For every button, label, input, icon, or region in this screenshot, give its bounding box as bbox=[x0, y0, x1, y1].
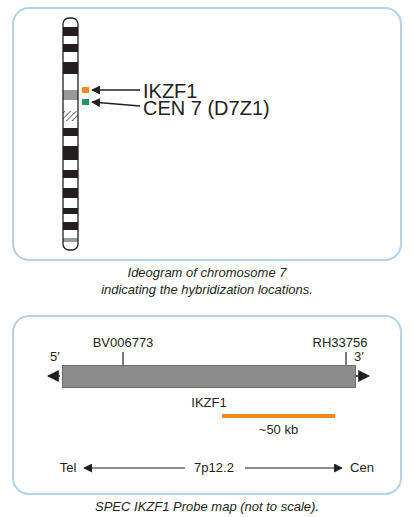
figure-caption: Ideogram of chromosome 7 indicating the … bbox=[76, 264, 338, 298]
chromosome-outline bbox=[63, 18, 78, 250]
marker-tick bbox=[345, 352, 346, 365]
chromosome-band bbox=[63, 27, 78, 36]
text-label: RH33756 bbox=[313, 335, 368, 351]
direction-arrow bbox=[245, 467, 342, 468]
marker-tick bbox=[122, 352, 123, 365]
node-label: ~50 kb bbox=[259, 422, 298, 437]
chromosome-band bbox=[63, 238, 78, 242]
chromosome-band bbox=[63, 146, 78, 160]
text-label: 5′ bbox=[50, 349, 60, 365]
strand-arrow bbox=[356, 375, 369, 377]
direction-arrow bbox=[84, 467, 185, 468]
leader-arrow bbox=[92, 102, 140, 106]
probe-marker bbox=[82, 99, 89, 105]
chromosome-band bbox=[63, 208, 78, 214]
text-label: BV006773 bbox=[93, 335, 154, 351]
probe-marker bbox=[82, 87, 89, 93]
text-label: 7p12.2 bbox=[194, 460, 234, 476]
chromosome-body bbox=[63, 18, 78, 250]
gene-bar: IKZF1 bbox=[62, 365, 356, 388]
chromosome-band bbox=[63, 90, 78, 100]
panel-border bbox=[13, 8, 401, 260]
node-label: IKZF1 bbox=[191, 395, 226, 410]
text-label: Cen bbox=[350, 460, 374, 476]
chromosome-band bbox=[63, 188, 78, 198]
chromosome-band bbox=[63, 222, 78, 230]
chromosome-ideogram bbox=[63, 18, 78, 250]
chromosome-band bbox=[63, 44, 78, 52]
panel-border bbox=[13, 316, 401, 494]
chromosome-band bbox=[63, 170, 78, 178]
chromosome-band bbox=[63, 62, 78, 74]
probe-bar: ~50 kb bbox=[222, 414, 335, 418]
leader-arrow bbox=[92, 89, 140, 91]
centromere bbox=[63, 111, 78, 121]
text-label: CEN 7 (D7Z1) bbox=[143, 96, 270, 120]
chromosome-band bbox=[63, 128, 78, 136]
text-label: 3′ bbox=[354, 349, 364, 365]
figure-caption: SPEC IKZF1 Probe map (not to scale). bbox=[95, 499, 319, 515]
text-label: Tel bbox=[60, 460, 77, 476]
strand-arrow bbox=[48, 375, 60, 377]
